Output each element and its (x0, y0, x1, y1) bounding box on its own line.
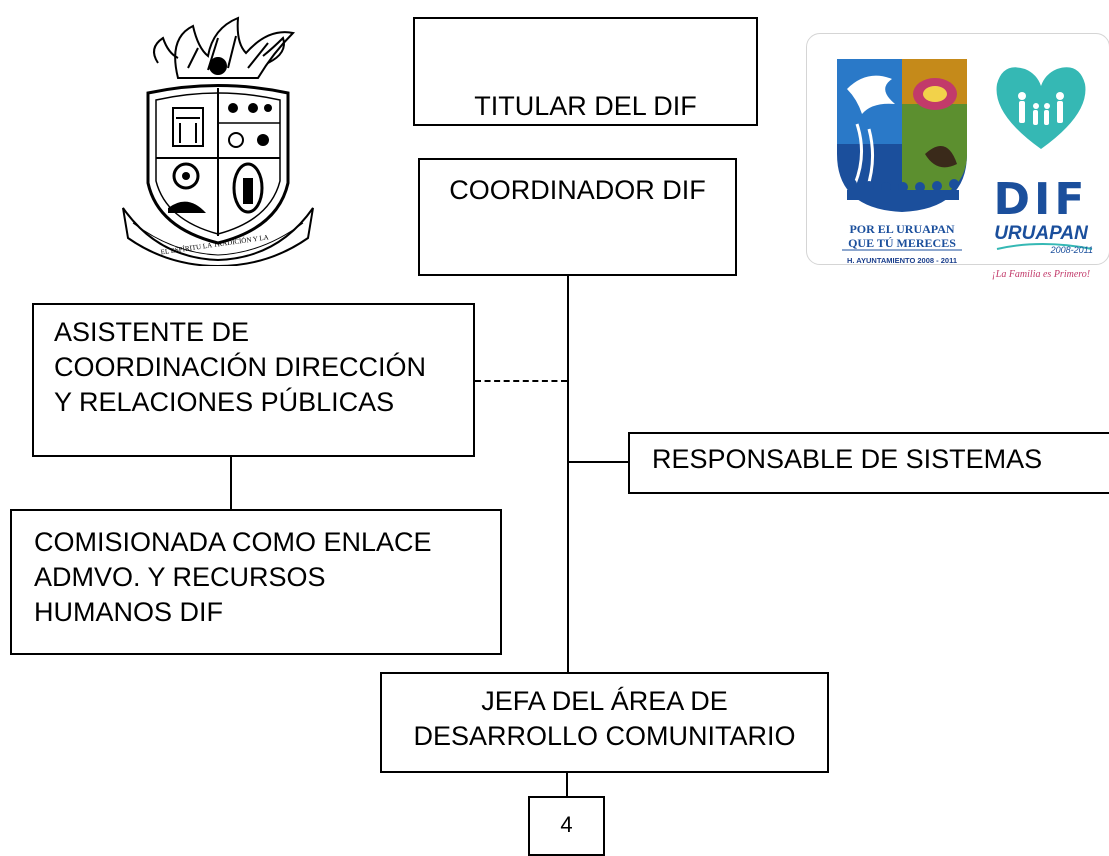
org-box-asistente: ASISTENTE DE COORDINACIÓN DIRECCIÓN Y RE… (32, 303, 475, 457)
logo-text-line2: QUE TÚ MERECES (848, 236, 956, 250)
org-box-coordinador: COORDINADOR DIF (418, 158, 737, 276)
org-box-titular-label: TITULAR DEL DIF (474, 91, 697, 121)
org-box-comisionada-label: COMISIONADA COMO ENLACE ADMVO. Y RECURSO… (34, 525, 494, 630)
logo-slogan: ¡La Familia es Primero! (991, 269, 1091, 280)
org-box-asistente-label: ASISTENTE DE COORDINACIÓN DIRECCIÓN Y RE… (54, 315, 465, 420)
page-number-box: 4 (528, 796, 605, 856)
org-box-comisionada: COMISIONADA COMO ENLACE ADMVO. Y RECURSO… (10, 509, 502, 655)
asistente-line-3: Y RELACIONES PÚBLICAS (54, 387, 395, 418)
logo-years: 2008-2011 (1050, 245, 1093, 255)
connector-asistente-comisionada (230, 457, 232, 509)
logo-city: URUAPAN (994, 223, 1088, 244)
org-box-coordinador-label: COORDINADOR DIF (449, 175, 706, 205)
comisionada-line-2: ADMVO. Y RECURSOS (34, 562, 326, 593)
logo-text-line3: H. AYUNTAMIENTO 2008 - 2011 (846, 256, 958, 265)
comisionada-line-1: COMISIONADA COMO ENLACE (34, 527, 432, 557)
logo-brand: DIF (993, 174, 1089, 225)
connector-jefa-page (566, 773, 568, 796)
dif-uruapan-logo: POR EL URUAPAN QUE TÚ MERECES H. AYUNTAM… (806, 33, 1109, 280)
connector-asistente-dashed (475, 380, 567, 382)
dove-icon (847, 75, 895, 114)
org-box-jefa-desarrollo: JEFA DEL ÁREA DE DESARROLLO COMUNITARIO (380, 672, 829, 773)
asistente-line-1: ASISTENTE DE (54, 317, 250, 347)
connector-coord-jefa (567, 276, 569, 672)
org-box-responsable-sistemas: RESPONSABLE DE SISTEMAS (628, 432, 1109, 494)
heart-family-icon (996, 67, 1086, 149)
org-box-titular: TITULAR DEL DIF (413, 17, 758, 126)
org-box-jefa-label: JEFA DEL ÁREA DE DESARROLLO COMUNITARIO (382, 684, 827, 754)
jefa-line-1: JEFA DEL ÁREA DE (481, 686, 728, 716)
university-seal-logo (122, 16, 314, 266)
eagle-crest-icon (153, 16, 296, 79)
connector-responsable (567, 461, 628, 463)
org-box-responsable-label: RESPONSABLE DE SISTEMAS (652, 444, 1043, 474)
asistente-line-2: COORDINACIÓN DIRECCIÓN (54, 352, 427, 383)
uruapan-emblem-icon (837, 59, 967, 251)
ribbon-banner-icon (122, 207, 314, 266)
jefa-line-2: DESARROLLO COMUNITARIO (413, 721, 796, 752)
logo-text-line1: POR EL URUAPAN (849, 222, 955, 236)
page-number: 4 (560, 812, 573, 837)
comisionada-line-3: HUMANOS DIF (34, 597, 223, 628)
